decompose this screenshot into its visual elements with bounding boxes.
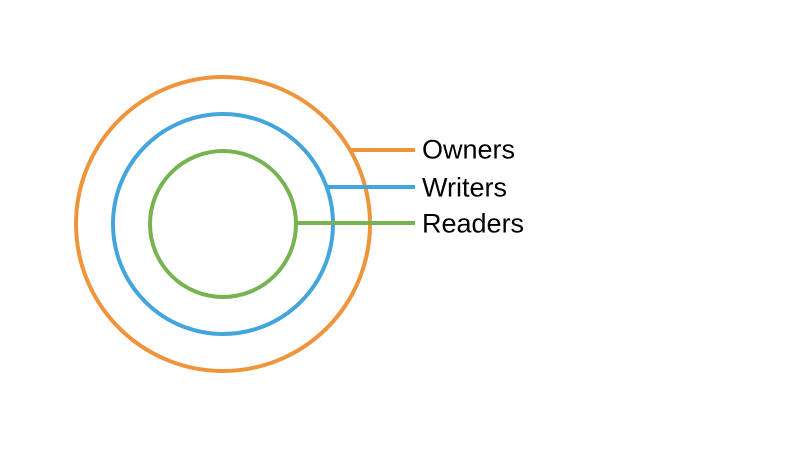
owners-label: Owners xyxy=(422,134,516,165)
readers-circle xyxy=(148,149,298,299)
writers-label: Writers xyxy=(422,172,507,203)
readers-label: Readers xyxy=(422,208,525,239)
